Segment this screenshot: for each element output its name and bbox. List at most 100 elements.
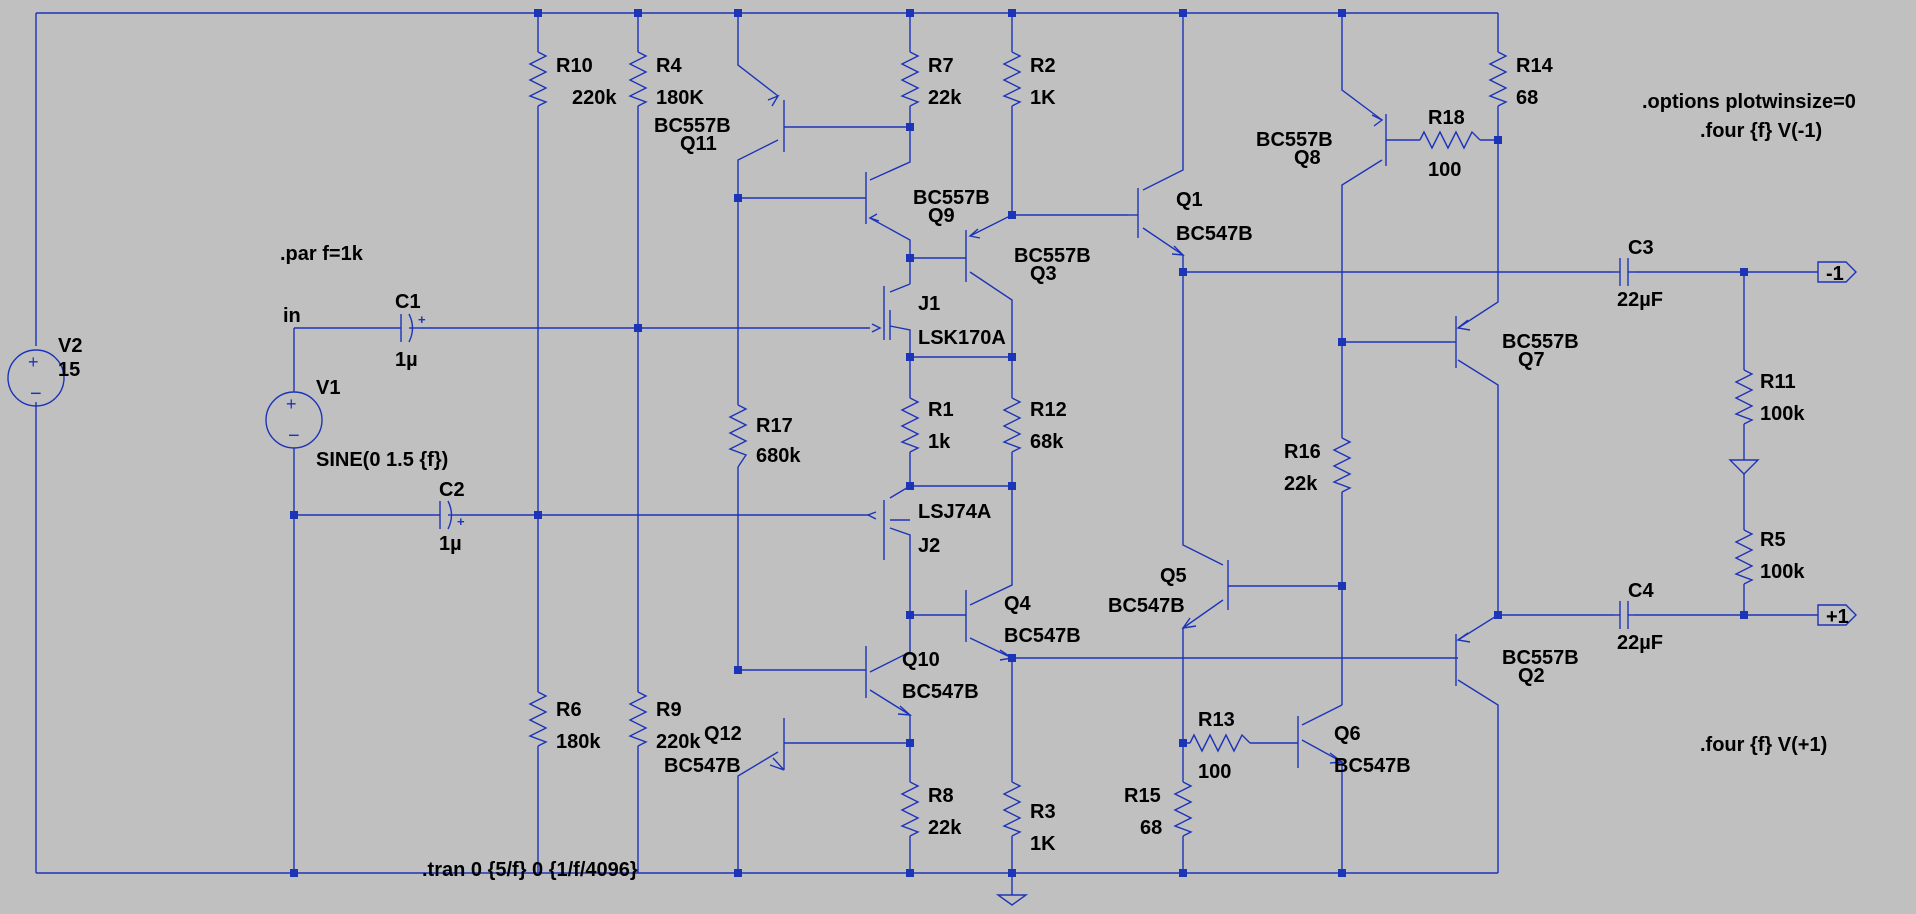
r12-name: R12 <box>1030 399 1067 421</box>
q11-name: Q11 <box>680 133 717 155</box>
capacitor-c4 <box>1614 601 1634 629</box>
r10-name: R10 <box>556 55 593 77</box>
r6-name: R6 <box>556 699 582 721</box>
resistor-r11 <box>1734 369 1754 425</box>
voltage-source-v2: + − <box>7 349 65 407</box>
r8-name: R8 <box>928 785 954 807</box>
transistors <box>767 94 1471 771</box>
junction-dot <box>1179 739 1187 747</box>
resistor-r5 <box>1734 529 1754 585</box>
capacitor-c1: + <box>400 312 426 343</box>
resistor-r12 <box>1002 397 1022 453</box>
junction-dot <box>1494 611 1502 619</box>
r2-value: 1K <box>1030 87 1056 109</box>
resistor-r7 <box>900 51 920 107</box>
r4-value: 180K <box>656 87 704 109</box>
q8-model: BC557B <box>1256 129 1333 151</box>
junction-dot <box>734 666 742 674</box>
r11-name: R11 <box>1760 371 1796 393</box>
port-plus <box>1814 604 1857 626</box>
r15-name: R15 <box>1124 785 1161 807</box>
wires <box>35 12 1814 895</box>
resistor-r6 <box>528 691 548 747</box>
directive-par: .par f=1k <box>280 243 364 265</box>
r13-name: R13 <box>1198 709 1235 731</box>
svg-text:+: + <box>457 514 465 529</box>
directive-four-minus: .four {f} V(-1) <box>1700 120 1822 142</box>
r15-value: 68 <box>1140 817 1162 839</box>
q1-name: Q1 <box>1176 189 1203 211</box>
junction-dot <box>1008 211 1016 219</box>
junction-dot <box>1179 869 1187 877</box>
svg-text:+: + <box>418 312 426 327</box>
r12-value: 68k <box>1030 431 1064 453</box>
q5-name: Q5 <box>1160 565 1187 587</box>
junction-dot <box>906 353 914 361</box>
q12-model: BC547B <box>664 755 741 777</box>
r14-name: R14 <box>1516 55 1554 77</box>
r2-name: R2 <box>1030 55 1056 77</box>
resistor-r9 <box>628 691 648 747</box>
junctions <box>290 9 1748 877</box>
q1-model: BC547B <box>1176 223 1253 245</box>
q10-model: BC547B <box>902 681 979 703</box>
capacitors: + + <box>400 258 1634 629</box>
labels: .par f=1k .tran 0 {5/f} 0 {1/f/4096} .op… <box>58 55 1856 881</box>
r1-value: 1k <box>928 431 951 453</box>
junction-dot <box>1008 482 1016 490</box>
c4-name: C4 <box>1628 580 1654 602</box>
r10-value: 220k <box>572 87 617 109</box>
j2-model: LSJ74A <box>918 501 991 523</box>
junction-dot <box>290 869 298 877</box>
voltage-source-v1: + − <box>265 391 323 449</box>
capacitor-c2: + <box>439 500 465 530</box>
r9-name: R9 <box>656 699 682 721</box>
ports <box>1814 261 1857 626</box>
q6-model: BC547B <box>1334 755 1411 777</box>
junction-dot <box>1338 582 1346 590</box>
junction-dot <box>906 611 914 619</box>
junction-dot <box>734 9 742 17</box>
r7-value: 22k <box>928 87 962 109</box>
junction-dot <box>634 9 642 17</box>
resistor-r13 <box>1189 733 1251 753</box>
resistor-r4 <box>628 51 648 107</box>
r5-name: R5 <box>1760 529 1786 551</box>
port-label-minus: -1 <box>1826 263 1844 285</box>
r16-name: R16 <box>1284 441 1321 463</box>
r17-value: 680k <box>756 445 801 467</box>
c3-name: C3 <box>1628 237 1654 259</box>
q4-model: BC547B <box>1004 625 1081 647</box>
directive-options: .options plotwinsize=0 <box>1642 91 1856 113</box>
resistor-r16 <box>1332 437 1352 493</box>
c1-value: 1µ <box>395 349 418 371</box>
resistor-r17 <box>728 404 748 468</box>
q9-model: BC557B <box>913 187 990 209</box>
directive-tran: .tran 0 {5/f} 0 {1/f/4096} <box>422 859 638 881</box>
resistor-r2 <box>1002 51 1022 107</box>
junction-dot <box>290 511 298 519</box>
c3-value: 22µF <box>1617 289 1663 311</box>
junction-dot <box>1179 9 1187 17</box>
junction-dot <box>534 511 542 519</box>
r6-value: 180k <box>556 731 601 753</box>
q7-name: Q7 <box>1518 349 1545 371</box>
r5-value: 100k <box>1760 561 1805 583</box>
svg-text:−: − <box>288 425 300 447</box>
r3-name: R3 <box>1030 801 1056 823</box>
r11-value: 100k <box>1760 403 1805 425</box>
q11-model: BC557B <box>654 115 731 137</box>
junction-dot <box>906 254 914 262</box>
q12-name: Q12 <box>704 723 742 745</box>
r3-value: 1K <box>1030 833 1056 855</box>
junction-dot <box>734 194 742 202</box>
q9-name: Q9 <box>928 205 955 227</box>
junction-dot <box>906 739 914 747</box>
c2-value: 1µ <box>439 533 462 555</box>
r7-name: R7 <box>928 55 954 77</box>
r8-value: 22k <box>928 817 962 839</box>
r9-value: 220k <box>656 731 701 753</box>
resistor-r1 <box>900 397 920 453</box>
junction-dot <box>1008 9 1016 17</box>
